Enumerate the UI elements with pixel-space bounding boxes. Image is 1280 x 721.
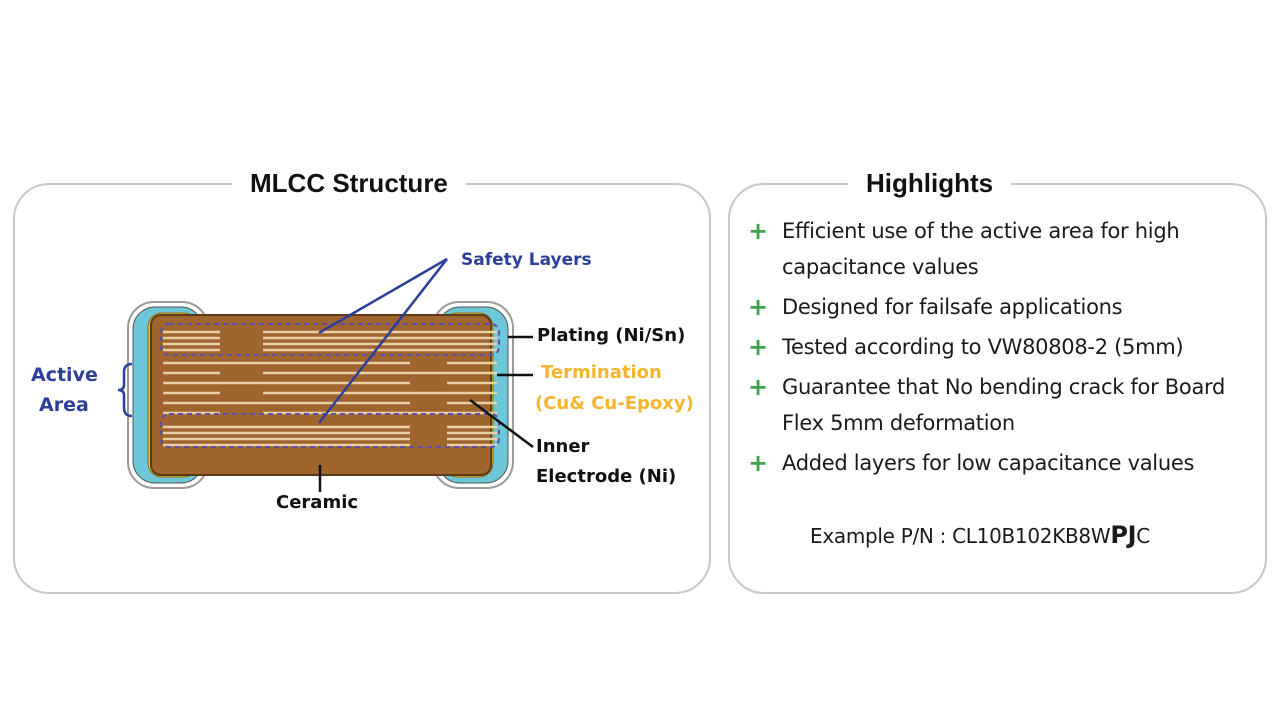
highlights-panel: Highlights +Efficient use of the active … bbox=[728, 163, 1267, 594]
inner-electrode-leader bbox=[469, 398, 534, 449]
part-number-highlight: PJ bbox=[1110, 521, 1137, 549]
safety-layer-outlines bbox=[160, 323, 500, 448]
highlight-item: +Designed for failsafe applications bbox=[748, 289, 1258, 325]
plus-icon: + bbox=[748, 373, 768, 401]
highlight-item: +Added layers for low capacitance values bbox=[748, 445, 1258, 481]
safety-layer-pointer-bottom bbox=[318, 258, 448, 424]
highlight-item: +Guarantee that No bending crack for Boa… bbox=[748, 369, 1258, 441]
safety-layers-label: Safety Layers bbox=[461, 250, 592, 270]
plating-label: Plating (Ni/Sn) bbox=[537, 325, 686, 346]
highlight-item: +Efficient use of the active area for hi… bbox=[748, 213, 1258, 285]
highlights-list: +Efficient use of the active area for hi… bbox=[748, 213, 1258, 485]
mlcc-structure-title: MLCC Structure bbox=[232, 163, 466, 203]
plus-icon: + bbox=[748, 293, 768, 321]
highlights-title: Highlights bbox=[848, 163, 1012, 203]
mlcc-cross-section-diagram bbox=[117, 257, 534, 492]
active-area-label-line1: Active bbox=[31, 364, 98, 386]
highlight-item: +Tested according to VW80808-2 (5mm) bbox=[748, 329, 1258, 365]
active-area-label-line2: Area bbox=[39, 394, 89, 416]
ceramic-label: Ceramic bbox=[276, 492, 359, 513]
termination-label-line2: (Cu& Cu-Epoxy) bbox=[535, 393, 694, 414]
plus-icon: + bbox=[748, 449, 768, 477]
active-area-bracket bbox=[117, 362, 133, 418]
example-part-number: Example P/N : CL10B102KB8WPJC bbox=[810, 521, 1150, 549]
plus-icon: + bbox=[748, 333, 768, 361]
inner-electrode-label-line2: Electrode (Ni) bbox=[536, 466, 677, 487]
safety-layer-pointer-top bbox=[318, 257, 448, 335]
safety-layer-outline bbox=[160, 323, 500, 356]
mlcc-structure-panel: MLCC Structure Safety Layers Active Area… bbox=[13, 163, 711, 594]
inner-electrode-label-line1: Inner bbox=[536, 436, 590, 457]
safety-layer-outline bbox=[160, 413, 500, 448]
termination-label-line1: Termination bbox=[541, 362, 662, 383]
plus-icon: + bbox=[748, 217, 768, 245]
